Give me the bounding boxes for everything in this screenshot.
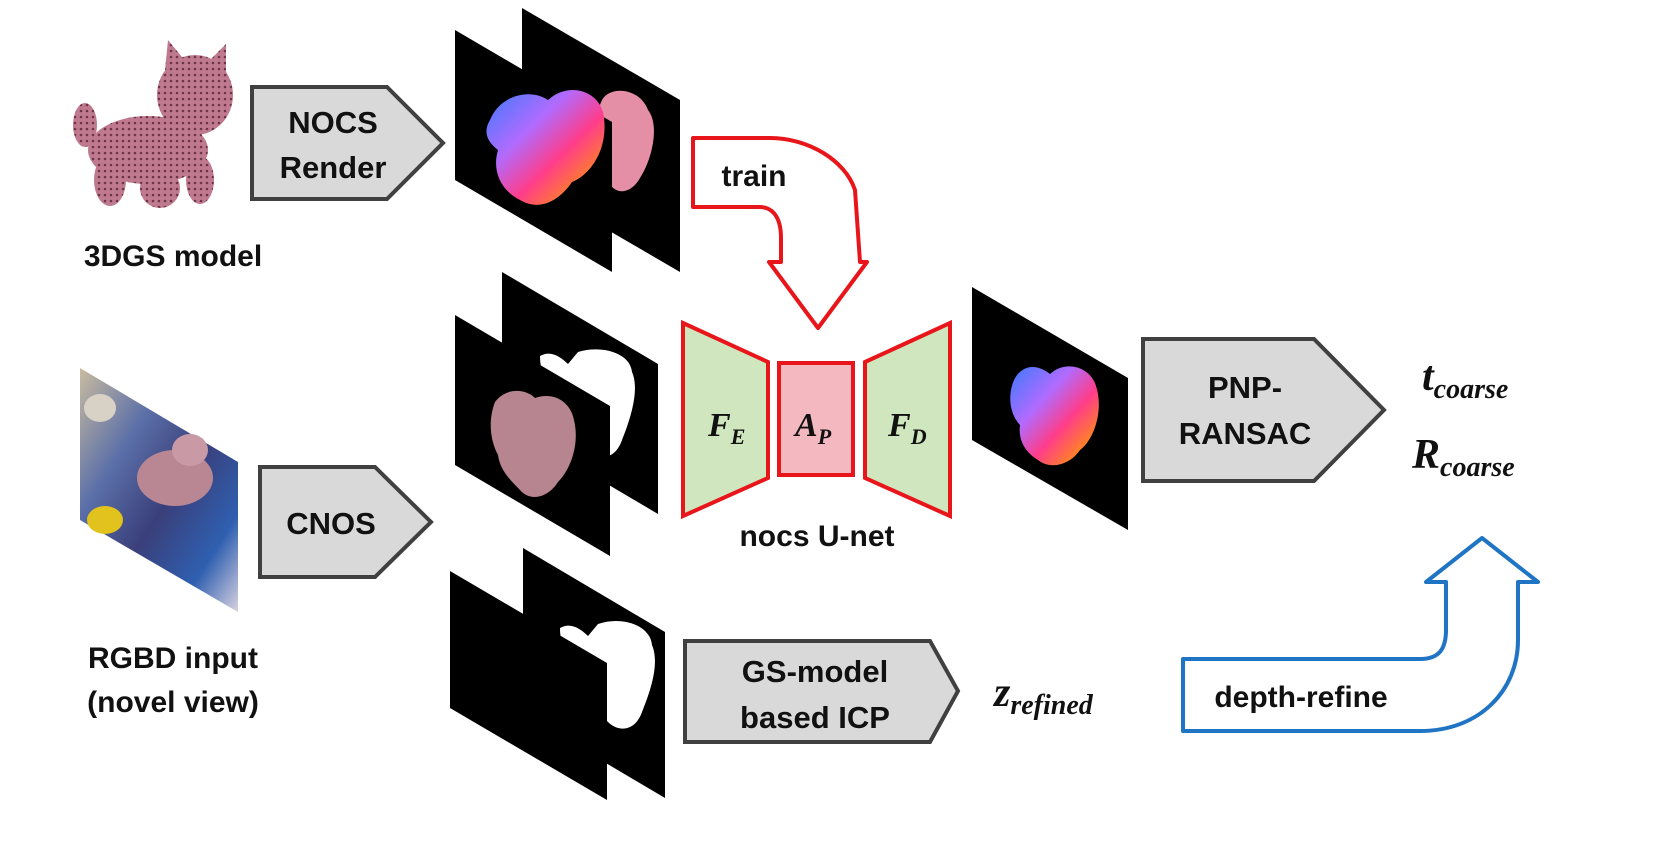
t-coarse-output: tcoarse: [1422, 354, 1508, 405]
crop-frame-front: [455, 315, 610, 556]
input-label-line2: (novel view): [87, 686, 259, 719]
z-refined-output: zrefined: [992, 670, 1094, 721]
depth-refine-arrow: depth-refine: [1181, 536, 1540, 733]
train-label: train: [721, 160, 786, 193]
render-frame-front: [455, 30, 612, 272]
pnp-ransac-box: PNP- RANSAC: [1141, 337, 1387, 483]
nocs-unet: FE AP FD nocs U-net: [681, 319, 952, 553]
pnp-ransac-label-line2: RANSAC: [1179, 416, 1312, 451]
gs-kitten-model-image: [73, 40, 233, 208]
unet-decoder-label: FD: [887, 407, 927, 449]
cnos-label: CNOS: [286, 506, 376, 541]
unet-label: nocs U-net: [739, 520, 894, 553]
unet-attention-label: AP: [793, 407, 832, 449]
cnos-box: CNOS: [258, 465, 434, 579]
train-arrow: train: [691, 136, 869, 330]
unet-encoder: [681, 319, 770, 520]
depth-frame-front: [450, 571, 607, 800]
input-label-line1: RGBD input: [88, 642, 258, 675]
rgbd-input-image: [80, 368, 238, 612]
gs-icp-label-line1: GS-model: [742, 654, 888, 689]
unet-decoder: [863, 319, 952, 520]
model-label: 3DGS model: [84, 240, 262, 273]
r-coarse-output: Rcoarse: [1411, 432, 1515, 483]
depth-refine-label: depth-refine: [1214, 681, 1387, 714]
pnp-ransac-label-line1: PNP-: [1208, 370, 1282, 405]
nocs-render-label-line1: NOCS: [288, 105, 378, 140]
unet-attention: [777, 361, 855, 477]
nocs-render-box: NOCS Render: [250, 85, 446, 201]
gs-icp-box: GS-model based ICP: [683, 639, 961, 744]
gs-icp-label-line2: based ICP: [740, 700, 890, 735]
unet-encoder-label: FE: [707, 407, 745, 449]
predicted-nocs-frame: [972, 287, 1128, 530]
nocs-render-label-line2: Render: [280, 150, 387, 185]
